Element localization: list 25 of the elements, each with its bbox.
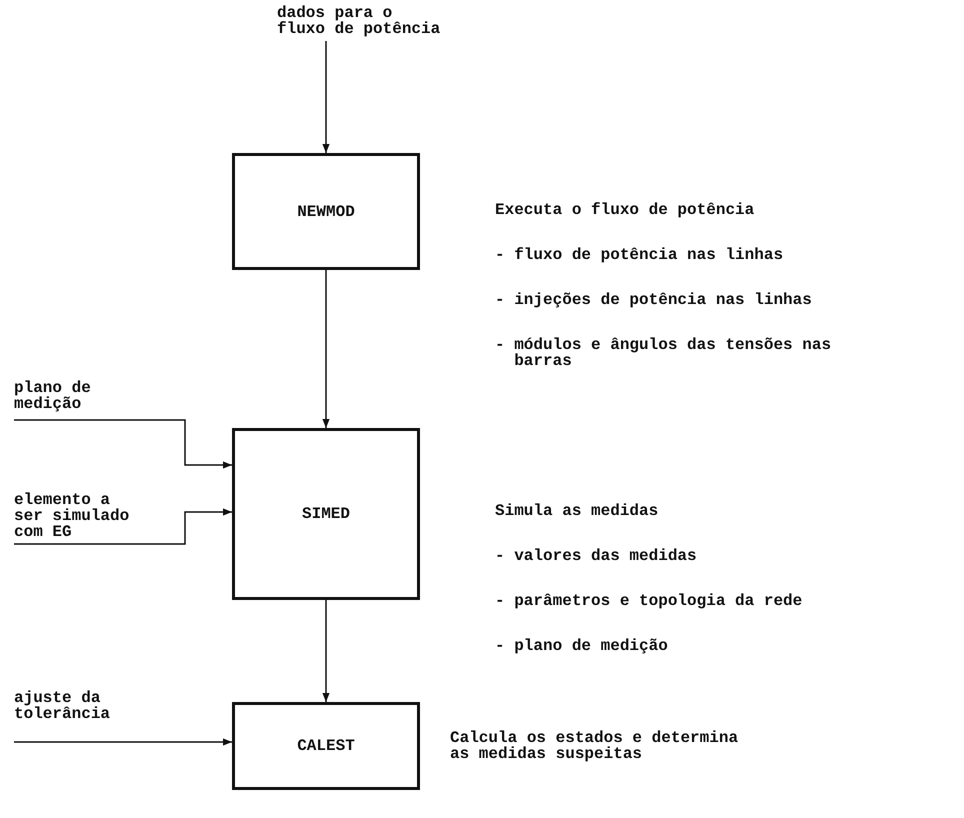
arrow bbox=[14, 738, 232, 746]
output-item: - injeções de potência nas linhas bbox=[495, 292, 813, 308]
module-name: CALEST bbox=[297, 737, 355, 755]
output-item: - fluxo de potência nas linhas bbox=[495, 247, 784, 263]
module-name: NEWMOD bbox=[297, 202, 355, 220]
process-box bbox=[232, 153, 420, 270]
input-label: plano de medição bbox=[14, 380, 124, 420]
arrow bbox=[322, 600, 330, 702]
description-text: Executa o fluxo de potência bbox=[495, 202, 756, 218]
arrow bbox=[14, 508, 232, 545]
description-text: Simula as medidas bbox=[495, 503, 660, 519]
input-label: ajuste da tolerância bbox=[14, 690, 134, 742]
arrow bbox=[322, 41, 330, 153]
process-box bbox=[232, 702, 420, 790]
output-item: - plano de medição bbox=[495, 638, 669, 654]
output-item: - módulos e ângulos das tensões nas barras bbox=[495, 337, 832, 369]
process-box bbox=[232, 428, 420, 600]
input-label: dados para o fluxo de potência bbox=[277, 5, 445, 41]
arrow bbox=[322, 270, 330, 428]
output-item: - valores das medidas bbox=[495, 548, 698, 564]
description-text: Calcula os estados e determina as medidas suspeitas bbox=[450, 730, 740, 762]
output-item: - parâmetros e topologia da rede bbox=[495, 593, 804, 609]
arrow bbox=[14, 419, 232, 469]
input-label: elemento a ser simulado com EG bbox=[14, 492, 136, 544]
module-name: SIMED bbox=[302, 505, 350, 523]
